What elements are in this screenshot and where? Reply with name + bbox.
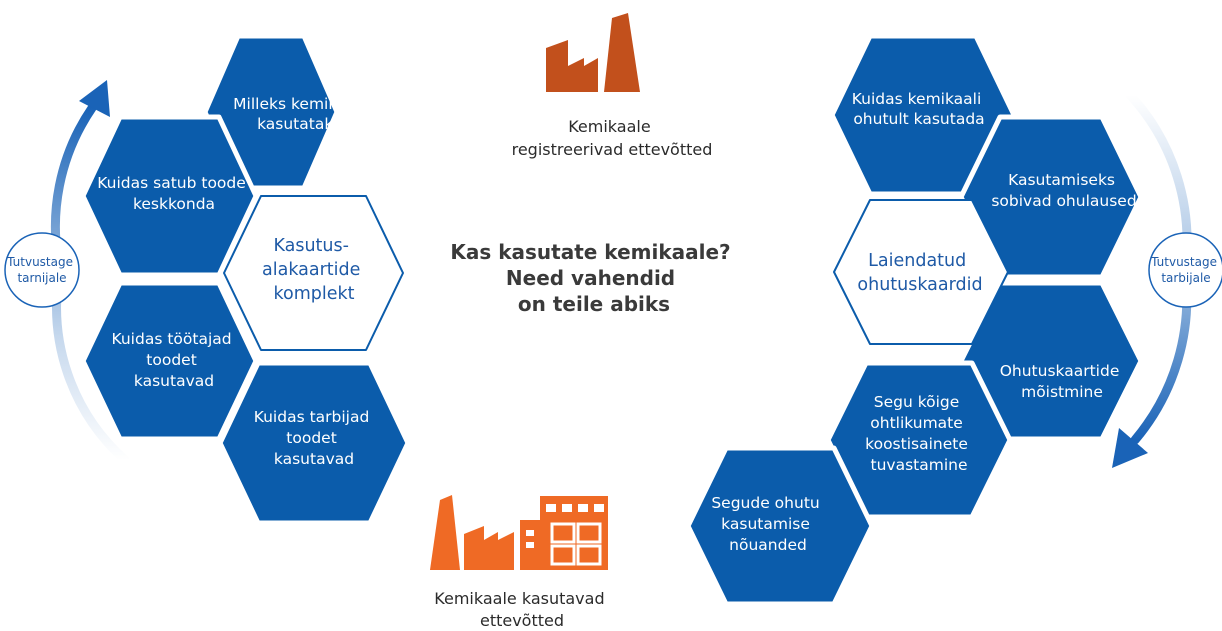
hex-understanding-sds-label: Ohutuskaartide mõistmine — [1000, 362, 1125, 401]
hex-safe-use-label: Kuidas kemikaali ohutult kasutada — [852, 90, 986, 128]
hex-hazard-phrases[interactable] — [958, 114, 1144, 280]
right-circle-label: Tutvustage tarbijale — [1150, 255, 1221, 285]
right-arrowhead-icon — [1112, 428, 1148, 468]
hex-identify-dangerous-label: Segu kõige ohtlikumate koostisainete tuv… — [865, 393, 973, 474]
left-circle-label: Tutvustage tarnijale — [6, 255, 77, 285]
factory-office-icon — [430, 495, 608, 570]
hex-use-map-set[interactable] — [223, 195, 404, 351]
hex-identify-dangerous[interactable] — [825, 360, 1013, 520]
hex-consumers-label: Kuidas tarbijad toodet kasutavad — [254, 408, 375, 468]
hex-environment-label: Kuidas satub toode keskkonda — [97, 174, 250, 213]
left-arrowhead-icon — [79, 80, 110, 117]
hex-mixture-advice[interactable] — [685, 445, 875, 607]
factory-icon — [546, 13, 640, 92]
top-caption: Kemikaale registreerivad ettevõtted — [512, 117, 713, 159]
hex-mixture-advice-label: Segude ohutu kasutamise nõuanded — [711, 494, 824, 554]
hex-uses-label: Milleks kemikaale kasutatakse — [233, 95, 375, 133]
hex-workers-label: Kuidas töötajad toodet kasutavad — [111, 330, 236, 390]
hex-environment[interactable] — [80, 114, 259, 278]
hex-consumers[interactable] — [217, 360, 411, 526]
bottom-caption: Kemikaale kasutavad ettevõtted — [434, 589, 609, 630]
right-hex-cluster: Kuidas kemikaali ohutult kasutada Kasuta… — [685, 33, 1144, 607]
hex-extended-sds[interactable] — [833, 199, 1009, 345]
right-consumer-circle: Tutvustage tarbijale — [1148, 232, 1222, 308]
center-headline: Kas kasutate kemikaale? Need vahendid on… — [450, 240, 737, 316]
hex-workers[interactable] — [80, 280, 259, 442]
left-supplier-circle: Tutvustage tarnijale — [4, 232, 80, 308]
left-hex-cluster: Milleks kemikaale kasutatakse Kuidas sat… — [80, 33, 411, 526]
hex-uses[interactable] — [202, 33, 340, 191]
hex-extended-sds-label: Laiendatud ohutuskaardid — [857, 251, 982, 295]
hex-use-map-set-label: Kasutus- alakaartide komplekt — [262, 236, 366, 304]
hex-hazard-phrases-label: Kasutamiseks sobivad ohulaused — [991, 171, 1136, 210]
